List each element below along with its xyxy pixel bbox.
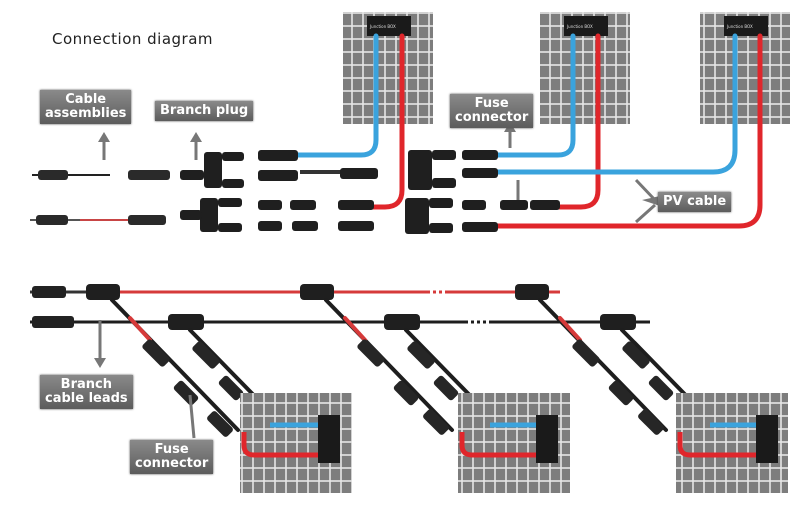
junction-box — [367, 16, 411, 36]
label-line: Fuse — [474, 96, 509, 111]
top-cables — [293, 33, 763, 229]
label-line: connector — [455, 110, 529, 125]
label-line: Fuse — [154, 442, 189, 457]
inline-connectors — [142, 339, 674, 437]
pointer-arrows-bottom — [94, 320, 196, 439]
solar-panel-bottom-2 — [458, 393, 570, 493]
pointer-arrows-top — [98, 122, 660, 224]
branch-cable-leads — [110, 298, 712, 432]
label-branch-cable-leads: Branch cable leads — [40, 375, 133, 409]
junction-box — [756, 415, 778, 463]
solar-panel-top-3: Junction BOX — [700, 12, 790, 124]
label-cable-assemblies: Cable assemblies — [40, 90, 132, 124]
junction-box — [318, 415, 340, 463]
label-line: Branch — [60, 377, 112, 392]
solar-panel-bottom-1 — [240, 393, 352, 493]
solar-panel-bottom-3 — [676, 393, 788, 493]
branch-plugs — [180, 152, 244, 232]
label-fuse-connector-bottom: Fuse connector — [130, 440, 214, 474]
solar-panel-top-2: Junction BOX — [540, 12, 630, 124]
junction-box-text: Junction BOX — [566, 24, 593, 29]
junction-box-text: Junction BOX — [726, 24, 753, 29]
junction-box-text: Junction BOX — [369, 24, 396, 29]
junction-box — [536, 415, 558, 463]
label-pv-cable: PV cable — [658, 192, 732, 212]
pv-connectors-top — [258, 150, 560, 234]
trunk-cables — [30, 286, 650, 328]
label-line: Cable — [65, 92, 107, 107]
solar-panel-top-1: Junction BOX — [343, 12, 433, 124]
junction-box — [564, 16, 608, 36]
label-branch-plug: Branch plug — [155, 101, 254, 121]
cable-assemblies — [30, 170, 170, 225]
junction-box — [724, 16, 768, 36]
branch-tees — [86, 284, 636, 330]
diagram-title: Connection diagram — [52, 30, 214, 48]
label-line: connector — [135, 456, 209, 471]
label-fuse-connector-top: Fuse connector — [450, 94, 534, 128]
label-line: cable leads — [45, 391, 128, 406]
label-line: assemblies — [45, 106, 127, 121]
